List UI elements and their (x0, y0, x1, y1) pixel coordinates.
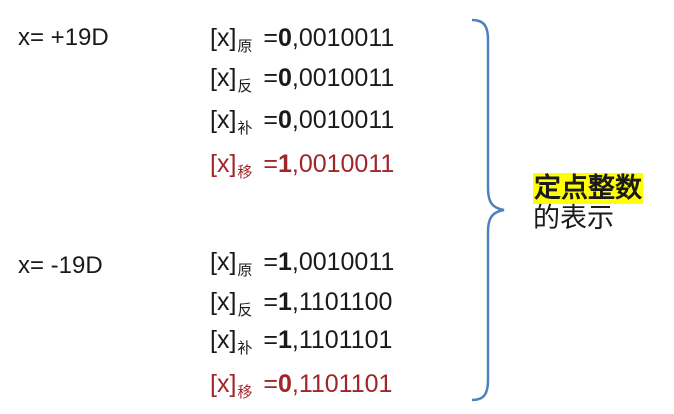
sign-bit: 1 (277, 288, 292, 316)
code-row-neg-original: [x]原 =1,0010011 (210, 248, 395, 278)
code-subscript: 补 (237, 339, 253, 357)
sign-bit: 0 (277, 64, 292, 92)
code-row-pos-twos-complement: [x]补 =0,0010011 (210, 106, 395, 136)
code-subscript: 反 (237, 77, 253, 95)
code-equals: = (256, 370, 278, 398)
code-row-neg-offset-binary: [x]移 =0,1101101 (210, 370, 393, 400)
code-subscript: 移 (237, 163, 253, 181)
code-row-pos-ones-complement: [x]反 =0,0010011 (210, 64, 395, 94)
code-value: ,0010011 (291, 150, 395, 178)
code-equals: = (256, 106, 278, 134)
code-value: ,0010011 (291, 64, 395, 92)
code-row-neg-twos-complement: [x]补 =1,1101101 (210, 326, 393, 356)
code-value: ,0010011 (291, 106, 395, 134)
code-prefix: [x] (210, 64, 237, 92)
code-subscript: 补 (237, 119, 253, 137)
brace-path (471, 18, 505, 402)
code-subscript: 反 (237, 301, 253, 319)
negative-x-label: x= -19D (18, 252, 103, 279)
code-equals: = (256, 64, 278, 92)
sign-bit: 0 (277, 370, 292, 398)
code-prefix: [x] (210, 288, 237, 316)
right-curly-brace (471, 18, 505, 402)
code-subscript: 原 (237, 261, 253, 279)
sign-bit: 0 (277, 24, 292, 52)
code-row-pos-offset-binary: [x]移 =1,0010011 (210, 150, 395, 180)
code-row-pos-original: [x]原 =0,0010011 (210, 24, 395, 54)
code-value: ,0010011 (291, 24, 395, 52)
code-value: ,0010011 (291, 248, 395, 276)
code-equals: = (256, 326, 278, 354)
caption: 定点整数 的表示 (533, 173, 643, 234)
caption-line1: 定点整数 (533, 173, 643, 204)
code-equals: = (256, 150, 278, 178)
code-subscript: 原 (237, 37, 253, 55)
code-prefix: [x] (210, 150, 237, 178)
code-value: ,1101101 (291, 326, 393, 354)
code-prefix: [x] (210, 106, 237, 134)
code-row-neg-ones-complement: [x]反 =1,1101100 (210, 288, 393, 318)
code-prefix: [x] (210, 326, 237, 354)
sign-bit: 1 (277, 150, 292, 178)
code-prefix: [x] (210, 24, 237, 52)
code-value: ,1101101 (291, 370, 393, 398)
caption-highlight: 定点整数 (533, 173, 643, 204)
code-subscript: 移 (237, 383, 253, 401)
code-equals: = (256, 24, 278, 52)
sign-bit: 1 (277, 326, 292, 354)
code-prefix: [x] (210, 370, 237, 398)
sign-bit: 0 (277, 106, 292, 134)
sign-bit: 1 (277, 248, 292, 276)
code-equals: = (256, 248, 278, 276)
code-value: ,1101100 (291, 288, 393, 316)
code-equals: = (256, 288, 278, 316)
code-prefix: [x] (210, 248, 237, 276)
positive-x-label: x= +19D (18, 24, 109, 51)
caption-line2: 的表示 (533, 202, 614, 234)
